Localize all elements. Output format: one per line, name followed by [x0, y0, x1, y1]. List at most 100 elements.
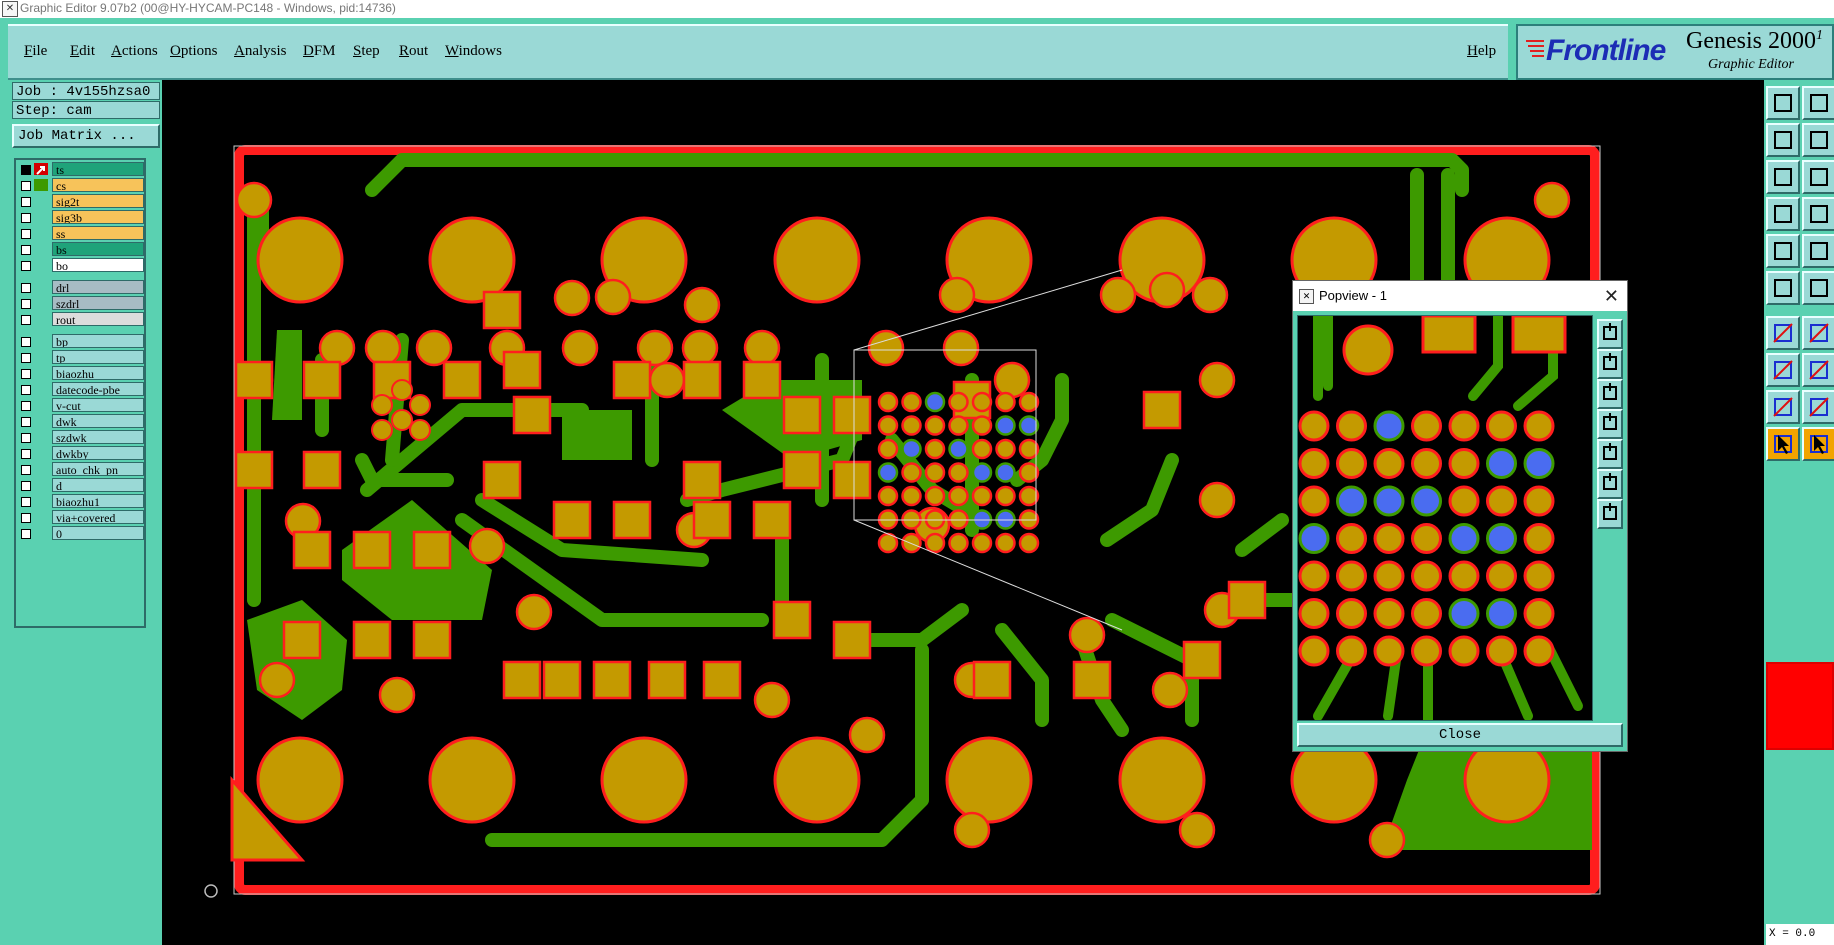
layer-checkbox[interactable] — [21, 529, 31, 539]
menu-analysis[interactable]: Analysis — [234, 43, 287, 59]
popview-down-icon[interactable] — [1597, 379, 1623, 409]
menu-dfm[interactable]: DFM — [303, 43, 336, 59]
menu-rout[interactable]: Rout — [399, 43, 429, 59]
layer-name-dwk: dwk — [52, 414, 144, 428]
layer-checkbox[interactable] — [21, 353, 31, 363]
layer-checkbox[interactable] — [21, 165, 31, 175]
grid-icon[interactable] — [1802, 197, 1834, 231]
layer-checkbox[interactable] — [21, 213, 31, 223]
popview-title-bar[interactable]: ✕ Popview - 1 ✕ — [1293, 281, 1627, 311]
line-icon[interactable] — [1766, 316, 1800, 350]
layer-checkbox[interactable] — [21, 513, 31, 523]
popview-close-button[interactable]: Close — [1297, 723, 1623, 747]
layer-row[interactable]: szdwk — [18, 430, 144, 445]
layer-checkbox[interactable] — [21, 497, 31, 507]
snap-icon[interactable] — [1766, 234, 1800, 268]
measure-icon[interactable] — [1802, 234, 1834, 268]
layer-row[interactable]: datecode-pbe — [18, 382, 144, 397]
layer-checkbox[interactable] — [21, 315, 31, 325]
layer-checkbox[interactable] — [21, 401, 31, 411]
popview-up-icon[interactable] — [1597, 349, 1623, 379]
popview-zoom-graphic[interactable] — [1298, 316, 1592, 720]
layer-checkbox[interactable] — [21, 229, 31, 239]
layer-row[interactable]: biaozhu — [18, 366, 144, 381]
layer-row[interactable]: sig3b — [18, 210, 144, 225]
layer-row[interactable]: bp — [18, 334, 144, 349]
zoom-ball-17 — [1411, 485, 1442, 517]
layer-checkbox[interactable] — [21, 261, 31, 271]
layer-checkbox[interactable] — [21, 283, 31, 293]
layer-checkbox[interactable] — [21, 481, 31, 491]
close-icon[interactable]: ✕ — [1603, 286, 1619, 306]
layer-checkbox[interactable] — [21, 385, 31, 395]
pan-right-icon[interactable] — [1802, 123, 1834, 157]
layer-row[interactable]: 0 — [18, 526, 144, 541]
popview-canvas[interactable] — [1297, 315, 1593, 721]
layer-row[interactable]: rout — [18, 312, 144, 327]
polygon-icon[interactable] — [1802, 390, 1834, 424]
layer-row[interactable]: drl — [18, 280, 144, 295]
layer-row[interactable]: dwkby — [18, 446, 144, 461]
layer-row[interactable]: cs — [18, 178, 144, 193]
round-pad-11 — [364, 329, 402, 367]
layer-checkbox[interactable] — [21, 417, 31, 427]
layer-checkbox[interactable] — [21, 299, 31, 309]
layer-checkbox[interactable] — [21, 337, 31, 347]
zoom-fit-icon[interactable] — [1766, 160, 1800, 194]
layer-row[interactable]: tp — [18, 350, 144, 365]
popview-toolbar — [1595, 315, 1625, 719]
layer-row[interactable]: sig2t — [18, 194, 144, 209]
menu-step[interactable]: Step — [353, 43, 380, 59]
layer-row[interactable]: bs — [18, 242, 144, 257]
layer-row[interactable]: d — [18, 478, 144, 493]
job-matrix-button[interactable]: Job Matrix ... — [12, 124, 160, 148]
zoom-ball-6 — [1523, 410, 1555, 442]
eye-icon[interactable] — [1766, 197, 1800, 231]
cross-icon[interactable] — [1802, 271, 1834, 305]
layer-row[interactable]: ss — [18, 226, 144, 241]
layer-row[interactable]: szdrl — [18, 296, 144, 311]
layer-checkbox[interactable] — [21, 465, 31, 475]
menu-actions[interactable]: Actions — [111, 43, 158, 59]
layer-row[interactable]: ts — [18, 162, 144, 177]
layer-checkbox[interactable] — [21, 433, 31, 443]
menu-edit[interactable]: Edit — [70, 43, 96, 59]
bga-ball-6 — [1018, 391, 1040, 413]
round-pad-15 — [636, 329, 674, 367]
popview-right-icon[interactable] — [1597, 439, 1623, 469]
layer-row[interactable]: bo — [18, 258, 144, 273]
layer-checkbox[interactable] — [21, 369, 31, 379]
layer-down-icon[interactable] — [1802, 86, 1834, 120]
layer-row[interactable]: via+covered — [18, 510, 144, 525]
triangle-icon[interactable] — [1766, 390, 1800, 424]
popview-zoom-icon[interactable] — [1597, 319, 1623, 349]
layer-affected-icon — [34, 527, 48, 539]
popview-fit-icon[interactable] — [1597, 469, 1623, 499]
pan-left-icon[interactable] — [1766, 123, 1800, 157]
menu-file[interactable]: File — [24, 43, 48, 59]
zoom-center-icon[interactable] — [1802, 160, 1834, 194]
layer-checkbox[interactable] — [21, 197, 31, 207]
menu-options[interactable]: Options — [170, 43, 218, 59]
select-area-icon[interactable] — [1802, 427, 1834, 461]
layer-up-icon[interactable] — [1766, 86, 1800, 120]
arc-icon[interactable] — [1802, 316, 1834, 350]
layer-checkbox[interactable] — [21, 449, 31, 459]
select-pointer-icon[interactable] — [1766, 427, 1800, 461]
layer-row[interactable]: v-cut — [18, 398, 144, 413]
layer-row[interactable]: biaozhu1 — [18, 494, 144, 509]
popview-center-icon[interactable] — [1597, 499, 1623, 529]
connect-icon[interactable] — [1766, 271, 1800, 305]
layer-checkbox[interactable] — [21, 245, 31, 255]
trim-icon[interactable] — [1802, 353, 1834, 387]
layer-checkbox[interactable] — [21, 181, 31, 191]
layer-row[interactable]: dwk — [18, 414, 144, 429]
layer-affected-icon — [34, 195, 48, 207]
layer-row[interactable]: auto_chk_pn — [18, 462, 144, 477]
pad-icon[interactable] — [1766, 353, 1800, 387]
popview-left-icon[interactable] — [1597, 409, 1623, 439]
trace-7 — [355, 453, 454, 487]
menu-windows[interactable]: Windows — [445, 43, 502, 59]
menu-help[interactable]: Help — [1467, 43, 1497, 59]
layer-affected-icon — [34, 297, 48, 309]
